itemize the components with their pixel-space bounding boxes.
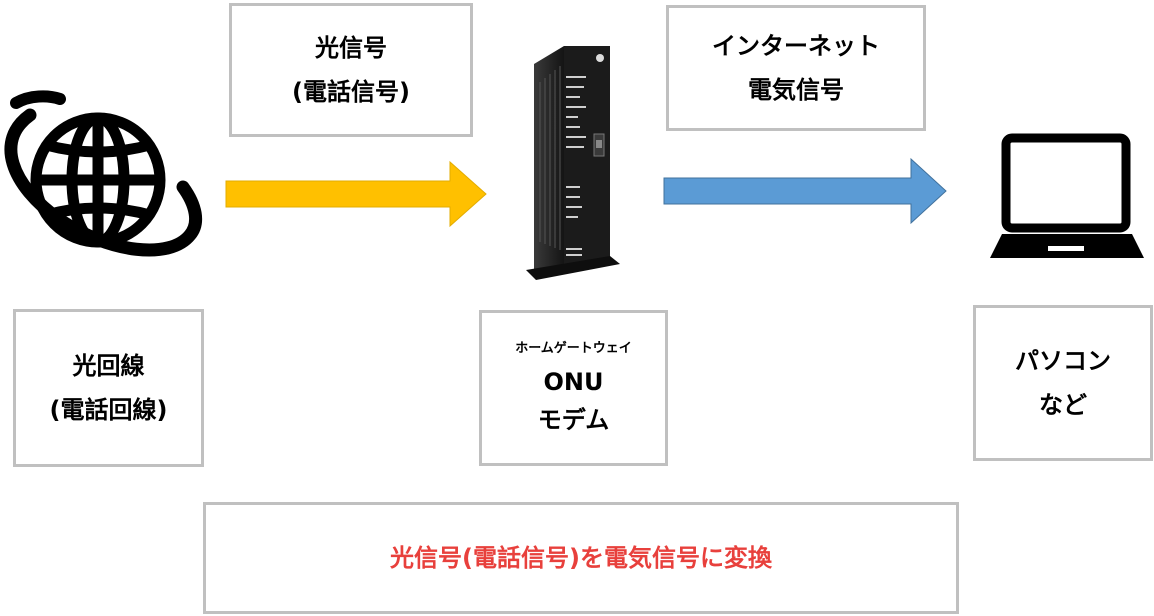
optical-line-label: 光回線 bbox=[72, 351, 145, 380]
internet-signal-label-box: インターネット 電気信号 bbox=[666, 5, 926, 131]
phone-line-label: (電話回線) bbox=[49, 396, 168, 424]
phone-signal-label: (電話信号) bbox=[292, 78, 410, 106]
laptop-icon bbox=[986, 132, 1148, 260]
etc-label: など bbox=[1039, 391, 1087, 419]
onu-modem-icon bbox=[520, 42, 632, 282]
conversion-caption: 光信号(電話信号)を電気信号に変換 bbox=[390, 543, 772, 572]
internet-label: インターネット bbox=[712, 31, 880, 60]
optical-signal-label-box: 光信号 (電話信号) bbox=[229, 3, 473, 137]
optical-signal-label: 光信号 bbox=[315, 33, 387, 62]
conversion-caption-box: 光信号(電話信号)を電気信号に変換 bbox=[203, 502, 959, 614]
optical-line-box: 光回線 (電話回線) bbox=[13, 309, 204, 467]
electric-signal-label: 電気信号 bbox=[748, 76, 844, 104]
modem-label: モデム bbox=[537, 406, 610, 435]
optical-signal-arrow bbox=[224, 160, 488, 228]
onu-label: ONU bbox=[543, 367, 604, 396]
pc-box: パソコン など bbox=[973, 305, 1153, 461]
pc-label: パソコン bbox=[1015, 346, 1111, 375]
globe-icon bbox=[0, 85, 208, 270]
electric-signal-arrow bbox=[662, 157, 948, 225]
device-box: ホームゲートウェイ ONU モデム bbox=[479, 310, 668, 466]
home-gateway-label: ホームゲートウェイ bbox=[515, 341, 632, 357]
